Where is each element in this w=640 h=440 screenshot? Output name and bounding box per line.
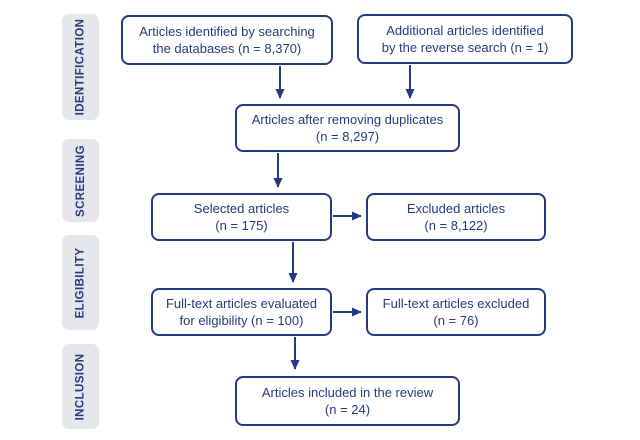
box-line: Articles after removing duplicates [251,112,444,127]
stage-label-identification: IDENTIFICATION [74,18,87,116]
box-line: Articles included in the review [261,385,434,400]
box-line: (n = 8,297) [315,129,380,144]
flow-box-fulltext-evaluated: Full-text articles evaluated for eligibi… [151,288,332,336]
box-line: Excluded articles [406,201,506,216]
flow-box-fulltext-excluded: Full-text articles excluded (n = 76) [366,288,546,336]
box-line: (n = 8,122) [424,218,488,233]
box-line: Selected articles [193,201,290,216]
stage-label-screening: SCREENING [74,144,87,217]
stage-pill-inclusion: INCLUSION [62,344,99,429]
flow-box-additional-reverse-search: Additional articles identified by the re… [357,14,573,64]
stage-pill-identification: IDENTIFICATION [62,14,99,120]
flow-box-included-in-review: Articles included in the review (n = 24) [235,376,460,426]
box-line: Articles identified by searching [139,24,315,39]
box-line: (n = 175) [215,218,268,233]
stage-label-inclusion: INCLUSION [74,353,87,420]
box-line: Additional articles identified [386,23,544,38]
stage-pill-screening: SCREENING [62,139,99,222]
stage-pill-eligibility: ELIGIBILITY [62,235,99,330]
box-line: for eligibility (n = 100) [179,313,304,328]
box-line: by the reverse search (n = 1) [381,40,549,55]
box-line: Full-text articles evaluated [165,296,317,311]
box-line: the databases (n = 8,370) [152,41,302,56]
flow-box-identified-databases: Articles identified by searching the dat… [121,15,333,65]
box-line: (n = 76) [433,313,479,328]
flow-box-after-duplicates-removed: Articles after removing duplicates (n = … [235,104,460,152]
box-line: (n = 24) [324,402,371,417]
stage-label-eligibility: ELIGIBILITY [74,247,87,318]
flow-box-excluded-articles: Excluded articles (n = 8,122) [366,193,546,241]
flow-box-selected-articles: Selected articles (n = 175) [151,193,332,241]
box-line: Full-text articles excluded [382,296,530,311]
